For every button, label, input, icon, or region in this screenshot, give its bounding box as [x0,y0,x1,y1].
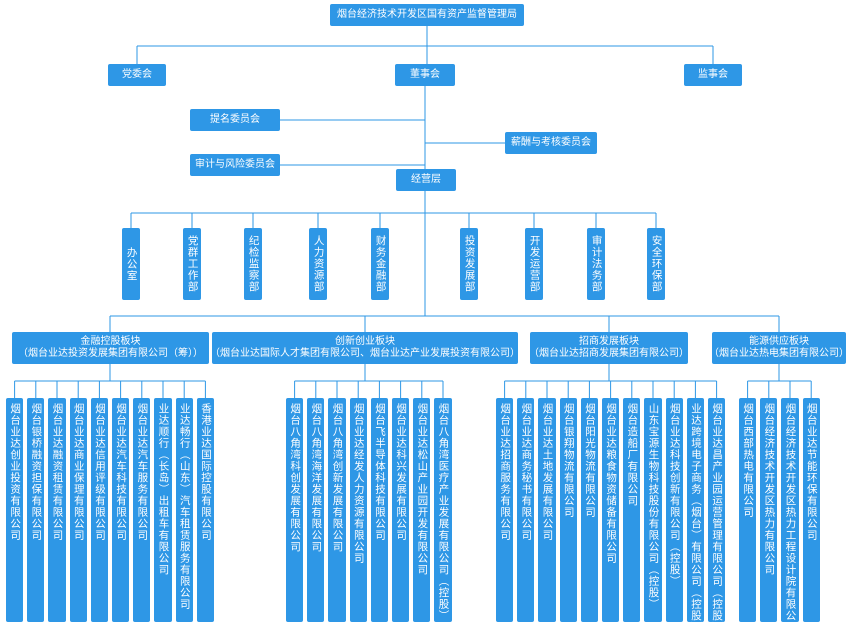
segment-energy-entity: （烟台业达热电集团有限公司） [709,348,848,359]
company-3-7: 烟台造船厂有限公司 [623,398,641,622]
segment-investment-entity: （烟台业达招商发展集团有限公司） [529,348,689,359]
supervisory-board-node: 监事会 [684,64,742,86]
department-6: 投资发展部 [460,228,478,300]
segment-finance-node: 金融控股板块 （烟台业达投资发展集团有限公司（筹）） [12,332,209,364]
segment-innovation-node: 创新创业板块 （烟台业达国际人才集团有限公司、烟台业达产业发展投资有限公司） [210,332,520,364]
company-2-5: 烟台飞半导体科技有限公司 [370,398,388,622]
company-2-1: 烟台八角湾科创发展有限公司 [286,398,304,622]
board-node: 董事会 [395,64,455,86]
company-1-10: 香港业达国际控股有限公司 [196,398,214,622]
company-3-5: 烟台阳光物流有限公司 [580,398,598,622]
company-1-6: 烟台业达汽车科技有限公司 [112,398,130,622]
nomination-committee-node: 提名委员会 [190,109,280,131]
audit-risk-committee-node: 审计与风险委员会 [190,154,280,176]
management-node: 经营层 [396,169,456,191]
company-1-8: 业达顺行（长岛）出租车有限公司 [154,398,172,622]
company-1-7: 烟台业达汽车服务有限公司 [133,398,151,622]
company-4-3: 烟台经济技术开发区热力工程设计院有限公司 [781,398,799,633]
segment-investment-node: 招商发展板块 （烟台业达招商发展集团有限公司） [529,332,689,364]
salary-committee-node: 薪酬与考核委员会 [505,132,597,154]
company-3-8: 山东宝源生物科技股份有限公司（控股） [644,398,662,622]
segment-innovation-title: 创新创业板块 [335,335,395,347]
company-3-3: 烟台业达土地发展有限公司 [538,398,556,622]
department-5: 财务金融部 [371,228,389,300]
company-1-2: 烟台银桥融资担保有限公司 [27,398,45,622]
company-2-6: 烟台业达科兴发展有限公司 [392,398,410,622]
company-4-1: 烟台西部热电有限公司 [739,398,757,622]
segment-finance-entity: （烟台业达投资发展集团有限公司（筹）） [18,348,203,359]
segment-innovation-entity: （烟台业达国际人才集团有限公司、烟台业达产业发展投资有限公司） [210,348,520,359]
company-2-8: 烟台八角湾医疗产业发展有限公司（控股） [434,398,452,622]
company-2-2: 烟台八角湾海洋发展有限公司 [307,398,325,622]
company-3-6: 烟台业达粮食物资储备有限公司 [602,398,620,622]
department-2: 党群工作部 [183,228,201,300]
company-3-9: 烟台业达科技创新有限公司（控股） [665,398,683,622]
company-3-11: 烟台业达昌产业园运营管理有限公司（控股） [708,398,726,633]
department-4: 人力资源部 [309,228,327,300]
department-7: 开发运营部 [525,228,543,300]
segment-finance-title: 金融控股板块 [80,335,141,347]
company-3-1: 烟台业达招商服务有限公司 [496,398,514,622]
company-4-2: 烟台经济技术开发区热力有限公司 [760,398,778,622]
company-1-9: 业达畅行（山东）汽车租赁服务有限公司 [175,398,193,622]
company-3-10: 业达跨境电子商务（烟台）有限公司（控股） [686,398,704,633]
company-2-7: 烟台业达松山产业园开发有限公司 [413,398,431,622]
company-1-5: 烟台业达信用评级有限公司 [90,398,108,622]
segment-energy-title: 能源供应板块 [749,335,809,347]
party-committee-node: 党委会 [108,64,166,86]
company-2-3: 烟台八角湾创新发展有限公司 [328,398,346,622]
top-authority-node: 烟台经济技术开发区国有资产监督管理局 [330,4,524,26]
company-1-3: 烟台业达融资租赁有限公司 [48,398,66,622]
company-3-2: 烟台业达商务秘书有限公司 [517,398,535,622]
company-1-1: 烟台业达创业投资有限公司 [6,398,24,622]
company-4-4: 烟台业达节能环保有限公司 [802,398,820,622]
segment-energy-node: 能源供应板块 （烟台业达热电集团有限公司） [709,332,848,364]
department-9: 安全环保部 [647,228,665,300]
company-1-4: 烟台业达商业保理有限公司 [69,398,87,622]
segment-investment-title: 招商发展板块 [579,335,639,347]
department-3: 纪检监察部 [244,228,262,300]
company-2-4: 烟台业达经发人力资源有限公司 [349,398,367,622]
department-1: 办公室 [122,228,140,300]
department-8: 审计法务部 [587,228,605,300]
company-3-4: 烟台银翔物流有限公司 [559,398,577,622]
